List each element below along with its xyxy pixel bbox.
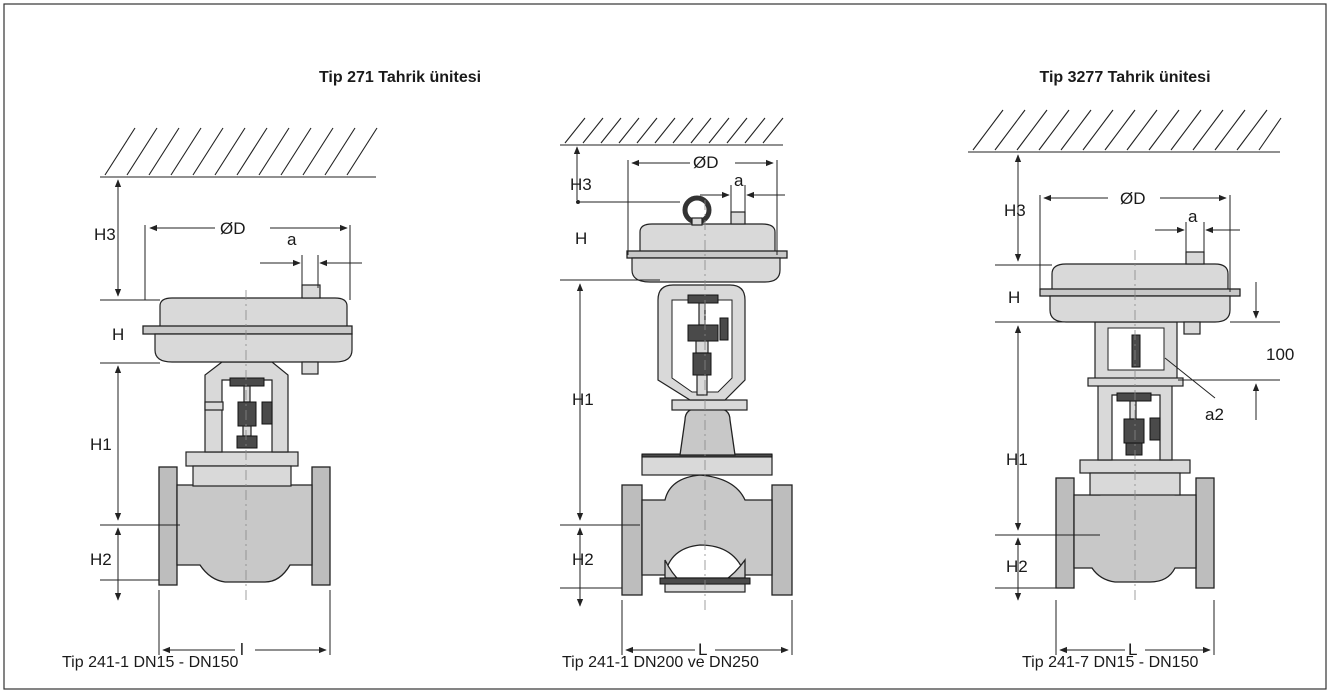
title-right: Tip 3277 Tahrik ünitesi [1039, 69, 1210, 86]
caption-left: Tip 241-1 DN15 - DN150 [62, 654, 238, 671]
dim-H2-left: H2 [90, 550, 112, 569]
dim-H2-right: H2 [1006, 557, 1028, 576]
ceiling-hatch-middle [560, 117, 784, 146]
drawing-border [3, 3, 1327, 690]
dim-H2-middle: H2 [572, 550, 594, 569]
dim-L-right: L [1128, 640, 1137, 659]
dim-H-middle: H [575, 229, 587, 248]
dims-right: H3 ØD a H 100 a2 H1 H2 L [995, 154, 1294, 659]
dims-middle: H3 ØD a H H1 H2 L [560, 146, 793, 659]
dim-H-right: H [1008, 288, 1020, 307]
dim-a-left: a [287, 230, 297, 249]
dim-D-left: ØD [220, 219, 246, 238]
dim-H-left: H [112, 325, 124, 344]
valve-middle [560, 117, 793, 610]
valve-left [100, 127, 378, 600]
ceiling-hatch-right [968, 109, 1282, 153]
dim-H1-right: H1 [1006, 450, 1028, 469]
dim-L-left: l [240, 640, 244, 659]
dim-H3-middle: H3 [570, 175, 592, 194]
dim-a-middle: a [734, 171, 744, 190]
dim-H3-left: H3 [94, 225, 116, 244]
dim-H3-right: H3 [1004, 201, 1026, 220]
dim-H1-left: H1 [90, 435, 112, 454]
dim-D-right: ØD [1120, 189, 1146, 208]
dim-100-right: 100 [1266, 345, 1294, 364]
dim-a-right: a [1188, 207, 1198, 226]
valve-right [968, 109, 1282, 600]
dim-D-middle: ØD [693, 153, 719, 172]
ceiling-hatch-left [100, 127, 378, 178]
dim-H1-middle: H1 [572, 390, 594, 409]
dim-L-middle: L [698, 640, 707, 659]
caption-right: Tip 241-7 DN15 - DN150 [1022, 654, 1198, 671]
caption-middle: Tip 241-1 DN200 ve DN250 [562, 654, 759, 671]
title-left: Tip 271 Tahrik ünitesi [319, 69, 481, 86]
dims-left: H3 ØD a H H1 H2 l [90, 179, 362, 659]
dim-a2-right: a2 [1205, 405, 1224, 424]
